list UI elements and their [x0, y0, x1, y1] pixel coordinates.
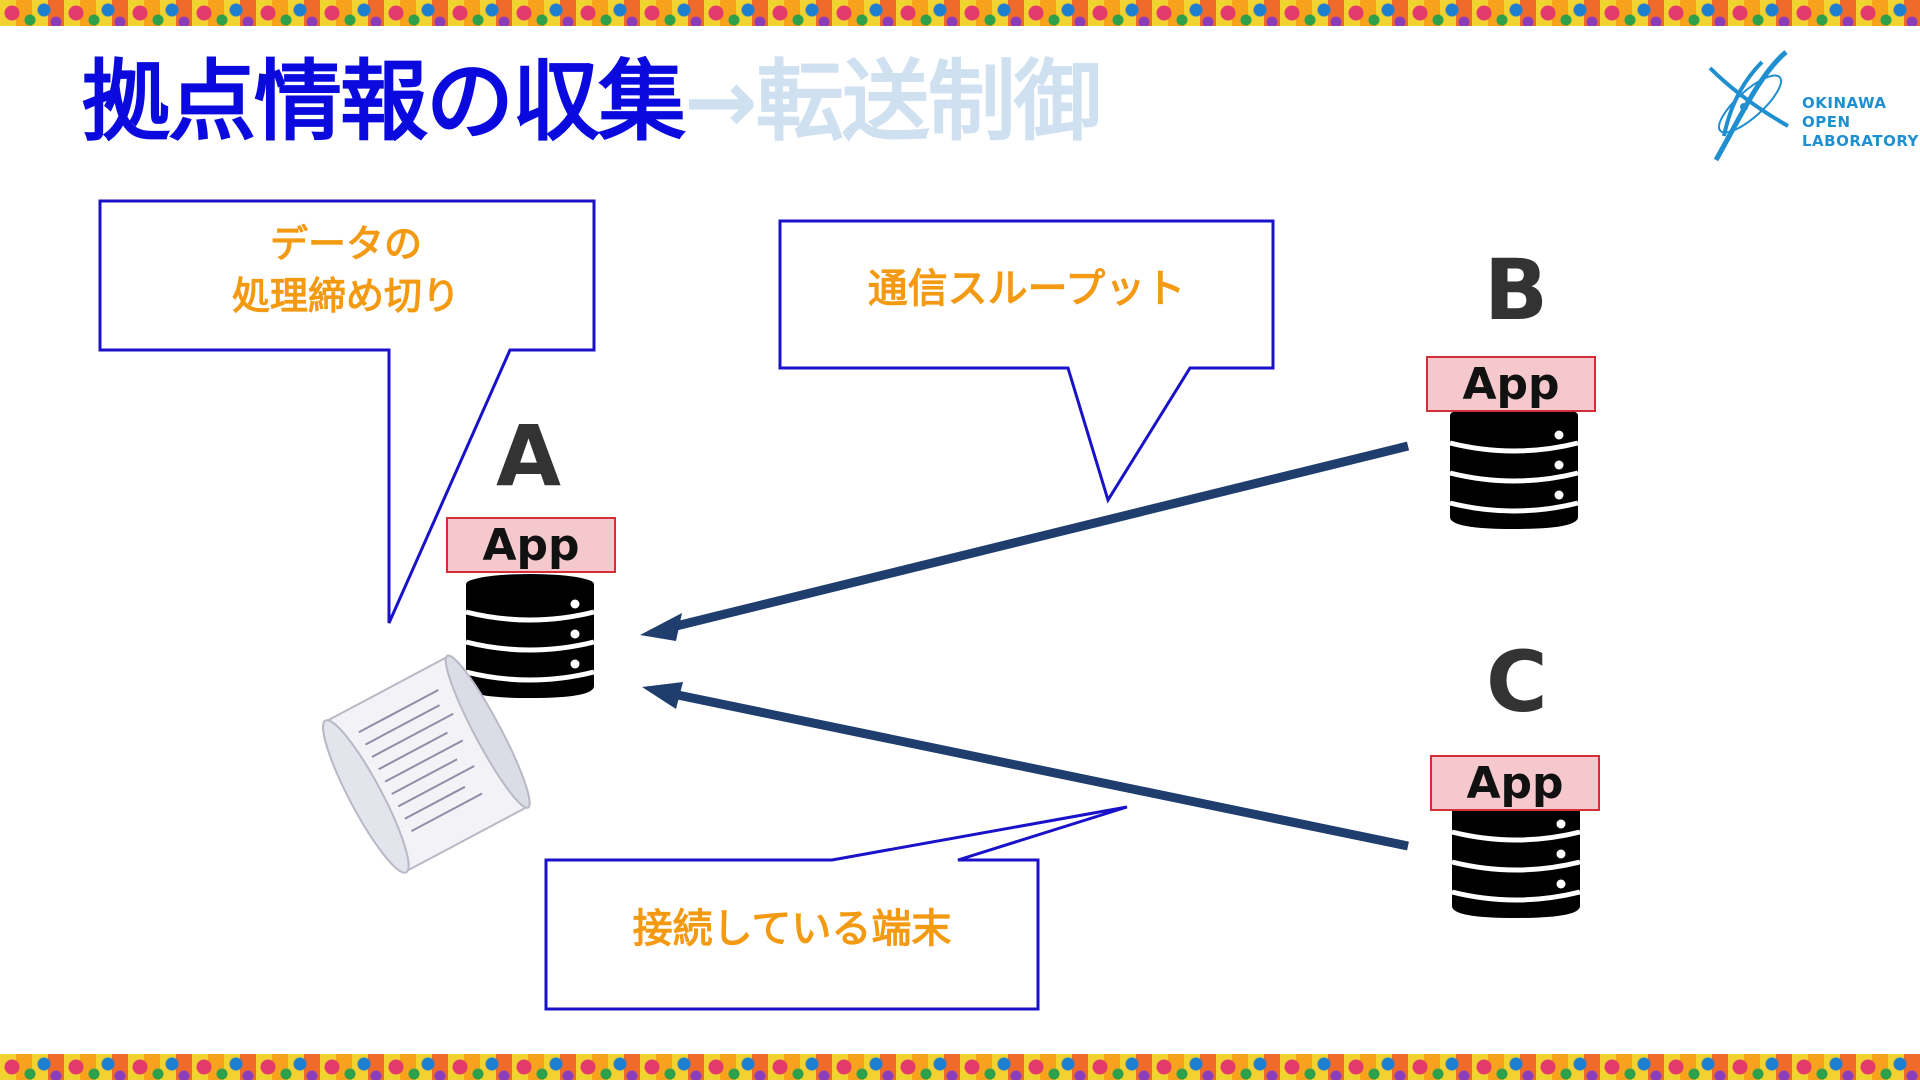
callout-deadline-bubble: [98, 199, 596, 624]
callout-deadline-line-2: 処理締め切り: [231, 274, 460, 318]
callout-throughput-bubble: [778, 219, 1275, 504]
callout-terminals-text: 接続している端末: [632, 906, 952, 952]
arrow-b-to-a: [666, 441, 1410, 633]
server-icon-b: [1450, 405, 1578, 529]
document-scroll-icon: [322, 654, 531, 874]
logo-text-line-1: OKINAWA: [1802, 94, 1887, 112]
arrow-c-to-a-head: [642, 682, 683, 709]
app-box-b: App: [1426, 356, 1596, 412]
logo-text: OKINAWA OPEN LABORATORY: [1802, 94, 1919, 151]
server-icon-c: [1452, 794, 1580, 918]
decorative-top-band: [0, 0, 1920, 26]
slide-title: 拠点情報の収集→転送制御: [82, 58, 1102, 146]
callout-deadline-line-1: データの: [269, 222, 422, 266]
logo-text-line-3: LABORATORY: [1802, 132, 1919, 150]
callout-throughput-text: 通信スループット: [867, 266, 1186, 312]
node-label-b: B: [1484, 241, 1549, 339]
title-main: 拠点情報の収集: [82, 50, 686, 153]
logo-emblem-icon: [1708, 50, 1789, 162]
arrow-b-to-a-head: [640, 613, 682, 641]
server-icon-a: [466, 574, 594, 698]
decorative-bottom-band: [0, 1054, 1920, 1080]
node-label-a: A: [496, 407, 562, 505]
okinawa-open-lab-logo: OKINAWA OPEN LABORATORY: [1700, 44, 1918, 170]
app-box-a: App: [446, 517, 616, 573]
callout-deadline-text: データの 処理締め切り: [100, 218, 592, 322]
arrow-c-to-a: [667, 688, 1409, 851]
logo-text-line-2: OPEN: [1802, 113, 1851, 131]
title-sub: →転送制御: [684, 50, 1102, 153]
node-label-c: C: [1486, 633, 1548, 731]
app-box-c: App: [1430, 755, 1600, 811]
callout-terminals-bubble: [544, 805, 1128, 1011]
